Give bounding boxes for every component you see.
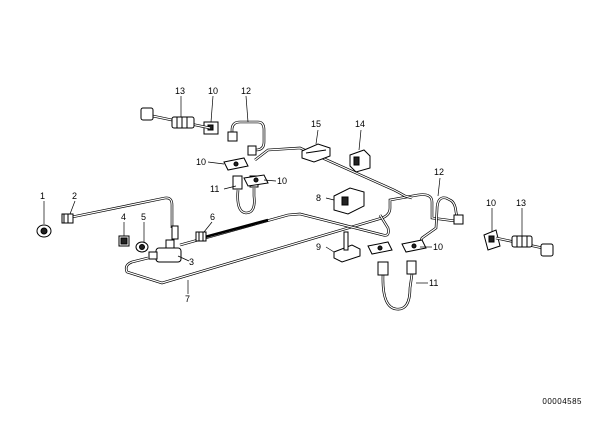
callout-2: 2 (72, 191, 77, 201)
diagram-reference-number: 00004585 (542, 397, 582, 406)
callout-15: 15 (311, 119, 321, 129)
callout-12-right: 12 (434, 167, 444, 177)
brake-hose-right (377, 260, 417, 311)
part-10-bracket-right-a (367, 241, 393, 255)
fitting-upper (247, 145, 257, 156)
part-10-bracket-far-right (483, 229, 501, 251)
callout-11-left: 11 (210, 184, 219, 194)
callout-10-far-right: 10 (486, 198, 496, 208)
callout-13-right: 13 (516, 198, 526, 208)
callout-10-mid-left: 10 (196, 157, 206, 167)
part-2-fitting (61, 213, 74, 224)
part-5-washer (135, 241, 149, 253)
callout-7: 7 (185, 294, 190, 304)
callout-8: 8 (316, 193, 321, 203)
part-3-distributor (148, 225, 182, 263)
callout-12-left: 12 (241, 86, 251, 96)
part-10-bracket-mid-right (243, 174, 269, 187)
part-6-union (195, 231, 207, 242)
main-brake-pipe (71, 120, 460, 285)
part-13-sensor-left (140, 107, 211, 130)
callout-3: 3 (189, 257, 194, 267)
part-9-bracket (333, 231, 361, 263)
fitting-12-right (453, 214, 464, 225)
callout-6: 6 (210, 212, 215, 222)
callout-13-left: 13 (175, 86, 185, 96)
callout-10-right: 10 (433, 242, 443, 252)
part-13-sensor-right (495, 235, 554, 257)
leader-lines (43, 95, 523, 294)
part-8-clip (333, 187, 365, 215)
callout-10-top: 10 (208, 86, 218, 96)
callout-10-mid-right: 10 (277, 176, 287, 186)
part-10-bracket-right-b (401, 239, 427, 253)
callout-5: 5 (141, 212, 146, 222)
part-14-clip (349, 149, 371, 173)
callout-1: 1 (40, 191, 45, 201)
part-15-clip (301, 143, 331, 163)
fitting-12-left (227, 131, 238, 142)
part-4-bolt (118, 235, 130, 247)
callout-14: 14 (355, 119, 365, 129)
part-10-bracket-mid-left (223, 157, 249, 171)
callout-4: 4 (121, 212, 126, 222)
part-1-cap (36, 224, 52, 238)
callout-9: 9 (316, 242, 321, 252)
callout-labels: 1 2 4 5 3 6 7 8 9 13 10 12 10 11 10 15 1… (40, 86, 526, 304)
callout-11-right: 11 (429, 278, 438, 288)
